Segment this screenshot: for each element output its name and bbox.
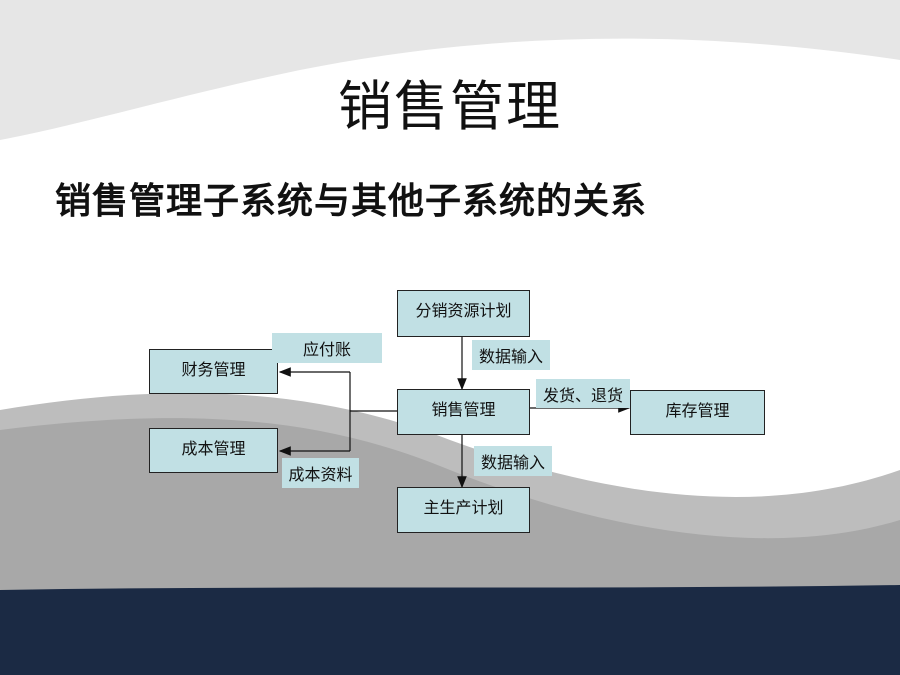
edge-label-data-input-top: 数据输入 bbox=[472, 340, 550, 370]
node-inventory-management: 库存管理 bbox=[630, 390, 765, 435]
node-sales-management: 销售管理 bbox=[397, 389, 530, 435]
slide-title: 销售管理 bbox=[338, 75, 562, 138]
node-finance-management: 财务管理 bbox=[149, 349, 278, 394]
edge-label-data-input-bottom: 数据输入 bbox=[474, 446, 552, 476]
slide-subtitle: 销售管理子系统与其他子系统的关系 bbox=[55, 181, 648, 222]
edge-label-ship-return: 发货、退货 bbox=[536, 379, 630, 408]
node-cost-management: 成本管理 bbox=[149, 428, 278, 473]
edge-label-payable: 应付账 bbox=[272, 333, 382, 363]
node-master-production-plan: 主生产计划 bbox=[397, 487, 530, 533]
node-distribution-planning: 分销资源计划 bbox=[397, 290, 530, 337]
edge-label-cost-data: 成本资料 bbox=[282, 458, 359, 488]
